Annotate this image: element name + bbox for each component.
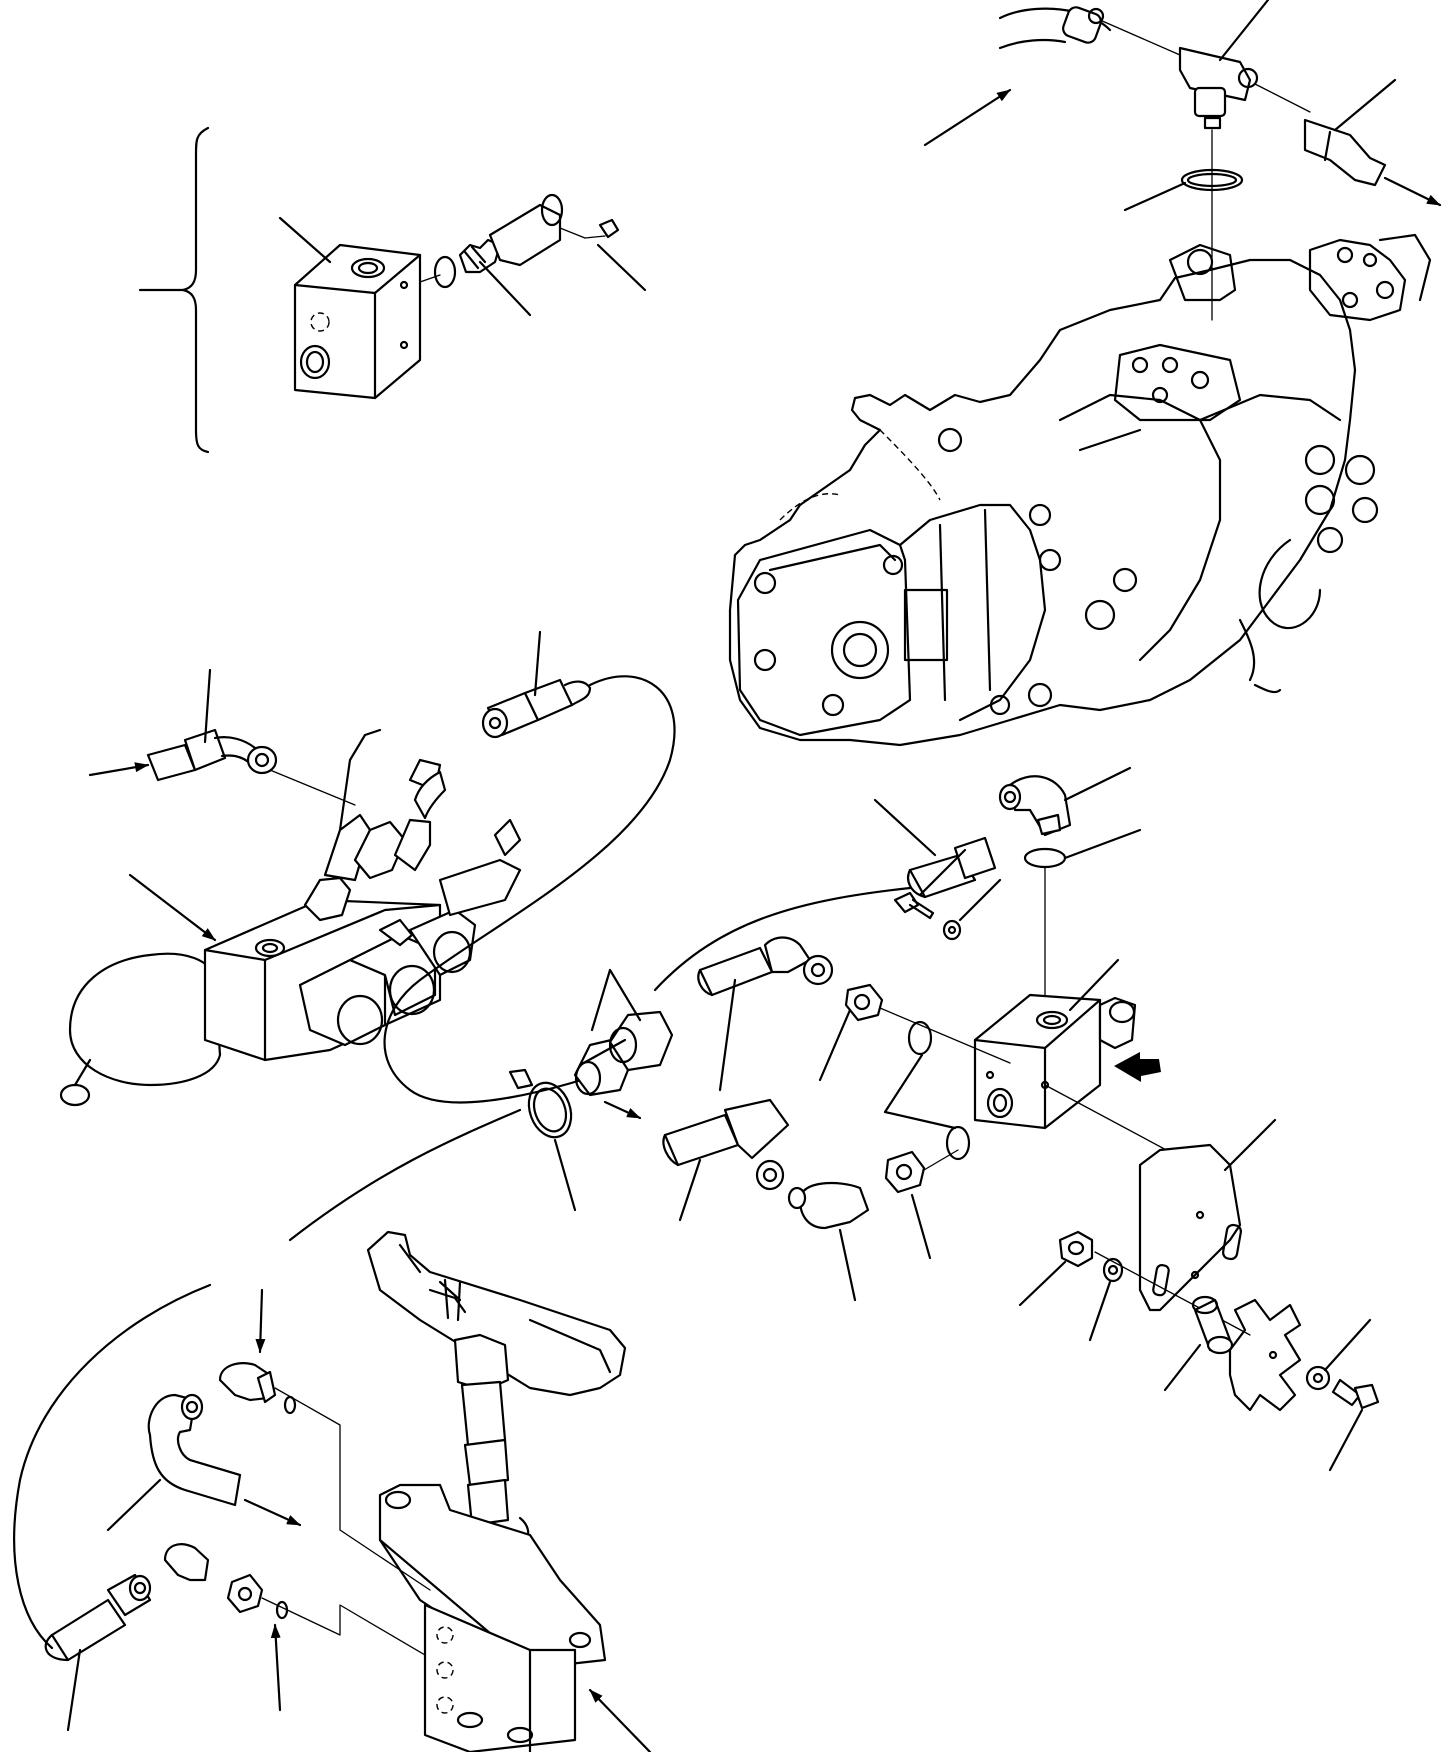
upper-left-hoses xyxy=(88,630,676,1104)
leader-bolt-center xyxy=(918,848,967,897)
leader-hose-lower xyxy=(678,1158,702,1222)
leader-band-clamp xyxy=(553,1138,577,1212)
centre-block-group xyxy=(653,766,1186,1161)
leader-hose-bottom-left xyxy=(106,1478,162,1532)
clamps-group xyxy=(288,968,674,1242)
leader-oring-pair xyxy=(883,1053,957,1130)
leader-hose-left-inlet xyxy=(203,668,212,744)
leader-adapter-lower xyxy=(910,1193,932,1260)
leader-nut xyxy=(1018,1260,1067,1307)
leader-block-center xyxy=(1068,958,1120,1012)
leader-fitting-top-right xyxy=(1333,78,1397,132)
leader-adapter-upper xyxy=(818,1008,852,1082)
bracket-group xyxy=(1018,1118,1380,1472)
leader-block-detail xyxy=(278,216,332,264)
leader-screw-detail xyxy=(596,243,647,292)
detail-group xyxy=(138,126,647,454)
leader-hose-mid xyxy=(718,978,737,1092)
leader-washer-bolt xyxy=(1323,1318,1372,1372)
leader-bolt-lower xyxy=(1328,1408,1364,1472)
leader-oring-center xyxy=(1063,828,1142,860)
leader-hose-left-top xyxy=(533,630,542,697)
leader-spacer xyxy=(1163,1343,1202,1392)
leader-oring-bottom xyxy=(270,1623,282,1712)
centre-hoses-group xyxy=(662,936,971,1302)
leader-hose-top-tee xyxy=(1218,0,1270,62)
top-tee-fitting-group xyxy=(923,0,1442,321)
leader-elbow-lower xyxy=(838,1228,857,1302)
leader-cartridge-valve xyxy=(478,260,532,317)
leader-oring-top xyxy=(1123,181,1187,212)
leader-washer-lower xyxy=(1088,1280,1112,1342)
leader-elbow-center xyxy=(1063,766,1132,802)
brace xyxy=(181,126,210,454)
leader-clamp-pair xyxy=(590,968,642,1032)
brake-valve-group xyxy=(13,1230,652,1752)
leader-hose-center-top xyxy=(873,798,937,857)
leader-brake-valve-top xyxy=(255,1288,266,1354)
valve-manifold-group xyxy=(59,728,522,1107)
leader-bracket xyxy=(1223,1118,1277,1172)
leader-washer-center xyxy=(958,878,1002,922)
hydraulic-pump-assembly xyxy=(728,233,1432,747)
leader-valve-manifold xyxy=(128,873,217,942)
leader-brake-valve xyxy=(588,1688,652,1752)
